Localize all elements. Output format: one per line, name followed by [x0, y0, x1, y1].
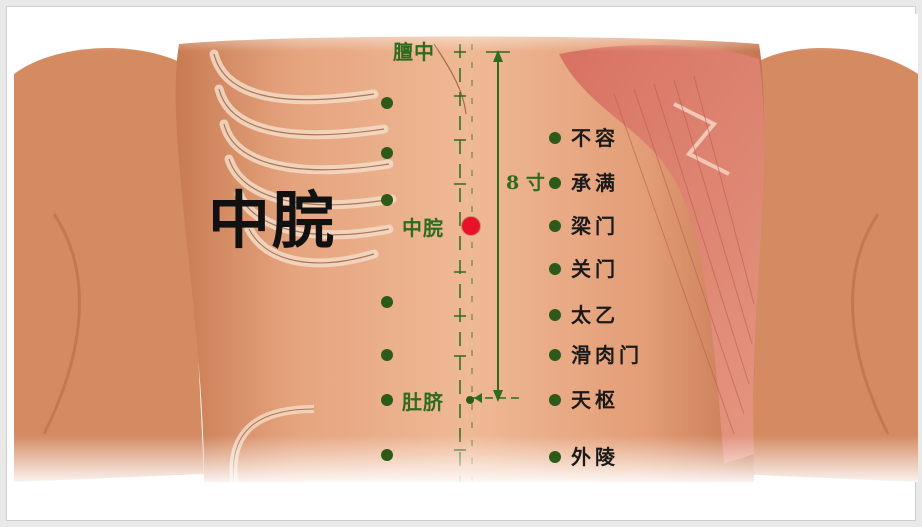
measurement-label: 8 寸: [506, 174, 545, 193]
acupoint-dot: [381, 97, 393, 109]
acupoint-dot: [549, 220, 561, 232]
zhongwan-point-marker: [462, 217, 480, 235]
acupoint-dot: [549, 309, 561, 321]
acupoint-dot: [549, 263, 561, 275]
acupoint-dot: [549, 451, 561, 463]
acupoint-dot: [381, 194, 393, 206]
acupoint-dot: [381, 349, 393, 361]
acupoint-dot: [381, 449, 393, 461]
right-point-label: 梁门: [571, 216, 619, 236]
navel-dot: [466, 396, 474, 404]
acupoint-dot: [549, 394, 561, 406]
right-point-label: 关门: [571, 259, 619, 279]
right-point-label: 滑肉门: [571, 345, 643, 365]
right-point-label: 外陵: [571, 447, 619, 467]
right-point-label: 天枢: [571, 390, 619, 410]
highlight-point-label: 中脘: [402, 218, 444, 238]
acupoint-dot: [549, 132, 561, 144]
acupoint-dot: [381, 147, 393, 159]
navel-label: 肚脐: [402, 392, 444, 412]
right-point-label: 承满: [571, 173, 619, 193]
acupoint-dot: [549, 349, 561, 361]
acupoint-figure: 膻中 中脘 肚脐 8 寸 中脘 不容 承满 梁门 关门 太乙 滑肉门 天枢 外陵: [14, 14, 918, 482]
right-point-label: 不容: [571, 128, 619, 148]
torso-illustration-icon: [14, 14, 918, 482]
acupoint-dot: [549, 177, 561, 189]
top-point-label: 膻中: [393, 42, 435, 62]
acupoint-dot: [381, 296, 393, 308]
page-title: 中脘: [208, 190, 336, 252]
acupoint-dot: [381, 394, 393, 406]
right-point-label: 太乙: [571, 305, 619, 325]
